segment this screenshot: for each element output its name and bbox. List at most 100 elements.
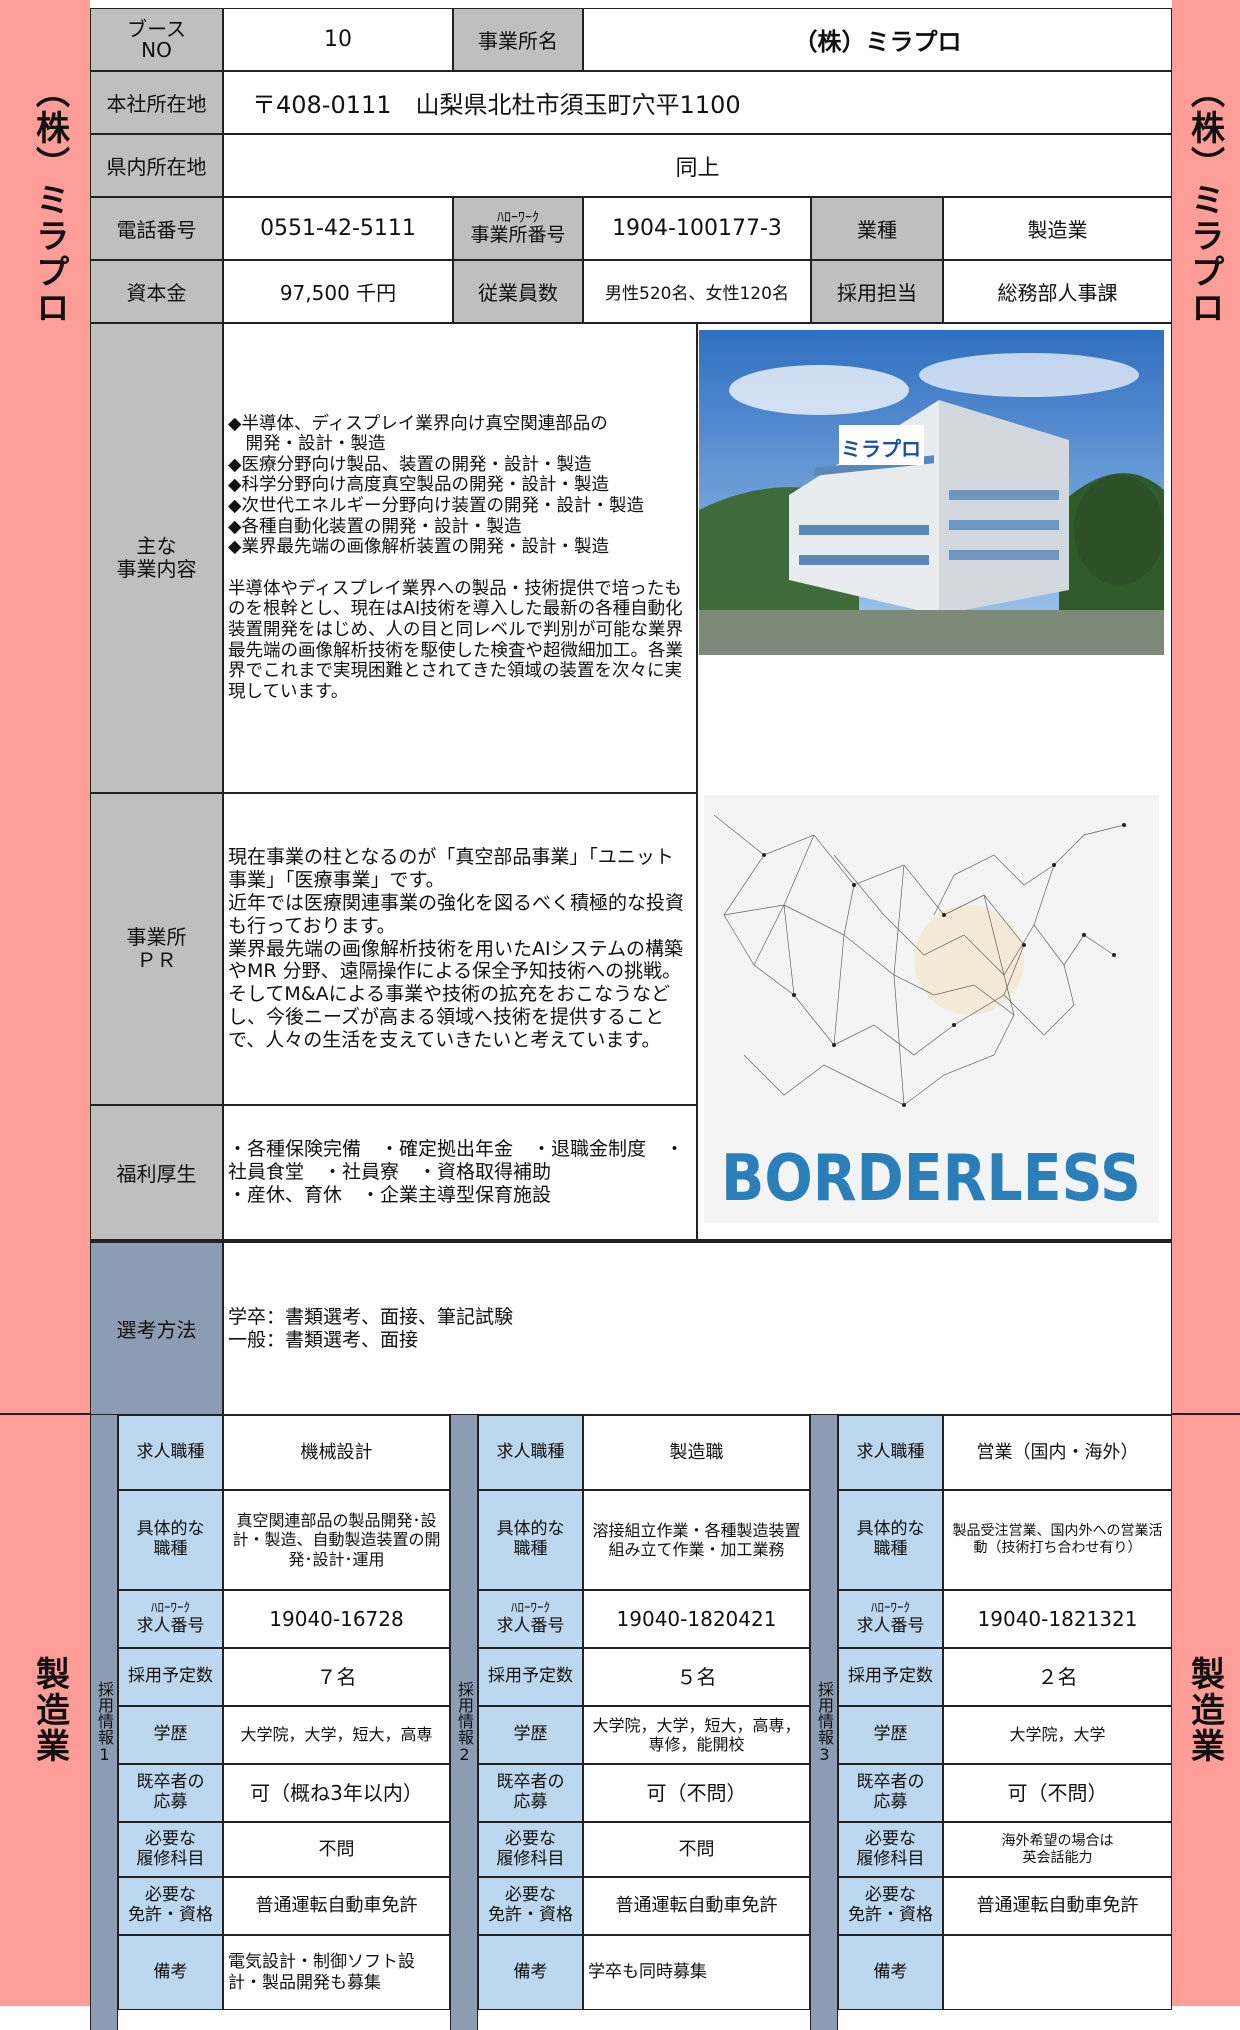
welfare-text: ・各種保険完備 ・確定拠出年金 ・退職金制度 ・社員食堂 ・社員寮 ・資格取得補…	[223, 1105, 697, 1240]
job-hw-label-bottom: 求人番号	[136, 1615, 205, 1636]
job-edu-value: 大学院，大学，短大，高専，専修，能開校	[583, 1706, 810, 1764]
job-section-label-2: 採用情報2	[450, 1415, 478, 2030]
job-title-label: 求人職種	[118, 1415, 223, 1490]
job-note-label: 備考	[838, 1935, 943, 2010]
capital-value: 97,500 千円	[223, 260, 453, 323]
job-hw-label-top: ﾊﾛｰﾜｰｸ	[151, 1600, 190, 1616]
selection-label: 選考方法	[90, 1240, 223, 1415]
building-photo: ミラプロ	[699, 330, 1164, 655]
job-subj-value: 不問	[583, 1822, 810, 1877]
job-detail-label: 具体的な 職種	[118, 1490, 223, 1590]
job-subj-value: 不問	[223, 1822, 450, 1877]
job-edu-label: 学歴	[478, 1706, 583, 1764]
job-hw-value: 19040-1820421	[583, 1590, 810, 1648]
job-note-value: 学卒も同時募集	[583, 1935, 810, 2010]
phone-label: 電話番号	[90, 197, 223, 260]
job-note-value: 電気設計・制御ソフト設計・製品開発も募集	[223, 1935, 450, 2010]
job-count-value: ７名	[223, 1648, 450, 1706]
hellowork-office-label: ﾊﾛｰﾜｰｸ 事業所番号	[453, 197, 583, 260]
job-detail-label: 具体的な 職種	[478, 1490, 583, 1590]
job-hw-label: ﾊﾛｰﾜｰｸ求人番号	[118, 1590, 223, 1648]
side-divider-right	[1172, 1413, 1240, 1415]
job-detail-value: 製品受注営業、国内外への営業活動（技術打ち合わせ有り）	[943, 1490, 1172, 1590]
job-count-label: 採用予定数	[838, 1648, 943, 1706]
local-address: 同上	[223, 134, 1172, 197]
phone-number: 0551-42-5111	[223, 197, 453, 260]
business-text: ◆半導体、ディスプレイ業界向け真空関連部品の 開発・設計・製造 ◆医療分野向け製…	[223, 323, 697, 793]
job-hw-label-bottom: 求人番号	[856, 1615, 925, 1636]
job-grad-value: 可（概ね3年以内）	[223, 1764, 450, 1822]
job-hw-label-top: ﾊﾛｰﾜｰｸ	[871, 1600, 910, 1616]
job-count-label: 採用予定数	[478, 1648, 583, 1706]
job-lic-label: 必要な 免許・資格	[118, 1877, 223, 1935]
hellowork-office-label-bottom: 事業所番号	[470, 223, 566, 246]
job-grad-label: 既卒者の 応募	[838, 1764, 943, 1822]
job-title-value: 営業（国内・海外）	[943, 1415, 1172, 1490]
job-subj-value: 海外希望の場合は 英会話能力	[943, 1822, 1172, 1877]
booth-number: 10	[223, 8, 453, 71]
job-grad-label: 既卒者の 応募	[478, 1764, 583, 1822]
industry-type: 製造業	[943, 197, 1172, 260]
pr-text-body: 現在事業の柱となるのが「真空部品事業」「ユニット事業」「医療事業」です。 近年で…	[228, 846, 685, 1051]
business-text-body: ◆半導体、ディスプレイ業界向け真空関連部品の 開発・設計・製造 ◆医療分野向け製…	[228, 413, 683, 702]
selection-text-body: 学卒：書類選考、面接、筆記試験 一般：書類選考、面接	[228, 1305, 514, 1351]
right-company-label: （株）ミラプロ	[1184, 74, 1225, 326]
job-note-label: 備考	[478, 1935, 583, 2010]
employees-value: 男性520名、女性120名	[583, 260, 811, 323]
job-title-label: 求人職種	[478, 1415, 583, 1490]
job-edu-label: 学歴	[118, 1706, 223, 1764]
job-grad-label: 既卒者の 応募	[118, 1764, 223, 1822]
job-detail-label: 具体的な 職種	[838, 1490, 943, 1590]
employees-label: 従業員数	[453, 260, 583, 323]
job-edu-value: 大学院，大学	[943, 1706, 1172, 1764]
local-address-label: 県内所在地	[90, 134, 223, 197]
job-lic-value: 普通運転自動車免許	[223, 1877, 450, 1935]
job-note-label: 備考	[118, 1935, 223, 2010]
building-sign-text: ミラプロ	[841, 437, 921, 461]
business-label: 主な 事業内容	[90, 323, 223, 793]
right-side-bar	[1172, 0, 1240, 2006]
borderless-image: BORDERLESS	[704, 795, 1159, 1223]
job-hw-label: ﾊﾛｰﾜｰｸ求人番号	[478, 1590, 583, 1648]
hellowork-office-number: 1904-100177-3	[583, 197, 811, 260]
job-title-label: 求人職種	[838, 1415, 943, 1490]
welfare-label: 福利厚生	[90, 1105, 223, 1240]
pr-label: 事業所 ＰＲ	[90, 793, 223, 1105]
side-divider-left	[0, 1413, 90, 1415]
job-section-label-1: 採用情報1	[90, 1415, 118, 2030]
job-lic-label: 必要な 免許・資格	[838, 1877, 943, 1935]
left-side-bar	[0, 0, 90, 2006]
job-subj-label: 必要な 履修科目	[118, 1822, 223, 1877]
job-hw-value: 19040-16728	[223, 1590, 450, 1648]
job-title-value: 機械設計	[223, 1415, 450, 1490]
welfare-text-body: ・各種保険完備 ・確定拠出年金 ・退職金制度 ・社員食堂 ・社員寮 ・資格取得補…	[228, 1138, 685, 1206]
job-hw-label-top: ﾊﾛｰﾜｰｸ	[511, 1600, 550, 1616]
capital-label: 資本金	[90, 260, 223, 323]
company-name: （株）ミラプロ	[583, 8, 1172, 71]
borderless-text: BORDERLESS	[721, 1142, 1141, 1216]
booth-label: ブース NO	[90, 8, 223, 71]
job-hw-value: 19040-1821321	[943, 1590, 1172, 1648]
job-detail-value: 真空関連部品の製品開発･設計・製造、自動製造装置の開発･設計･運用	[223, 1490, 450, 1590]
industry-type-label: 業種	[811, 197, 943, 260]
job-detail-value: 溶接組立作業・各種製造装置組み立て作業・加工業務	[583, 1490, 810, 1590]
job-title-value: 製造職	[583, 1415, 810, 1490]
pr-text: 現在事業の柱となるのが「真空部品事業」「ユニット事業」「医療事業」です。 近年で…	[223, 793, 697, 1105]
job-count-value: ２名	[943, 1648, 1172, 1706]
job-edu-label: 学歴	[838, 1706, 943, 1764]
recruiter-value: 総務部人事課	[943, 260, 1172, 323]
job-subj-label: 必要な 履修科目	[838, 1822, 943, 1877]
job-edu-value: 大学院，大学，短大，高専	[223, 1706, 450, 1764]
job-subj-label: 必要な 履修科目	[478, 1822, 583, 1877]
job-count-value: ５名	[583, 1648, 810, 1706]
job-lic-value: 普通運転自動車免許	[583, 1877, 810, 1935]
selection-text: 学卒：書類選考、面接、筆記試験 一般：書類選考、面接	[223, 1240, 1172, 1415]
job-grad-value: 可（不問）	[943, 1764, 1172, 1822]
job-lic-label: 必要な 免許・資格	[478, 1877, 583, 1935]
hq-address: 〒408-0111 山梨県北杜市須玉町穴平1100	[223, 71, 1172, 134]
job-hw-label-bottom: 求人番号	[496, 1615, 565, 1636]
recruiter-label: 採用担当	[811, 260, 943, 323]
job-hw-label: ﾊﾛｰﾜｰｸ求人番号	[838, 1590, 943, 1648]
left-industry-label: 製造業	[29, 1656, 70, 1764]
hellowork-office-label-top: ﾊﾛｰﾜｰｸ	[497, 210, 539, 227]
